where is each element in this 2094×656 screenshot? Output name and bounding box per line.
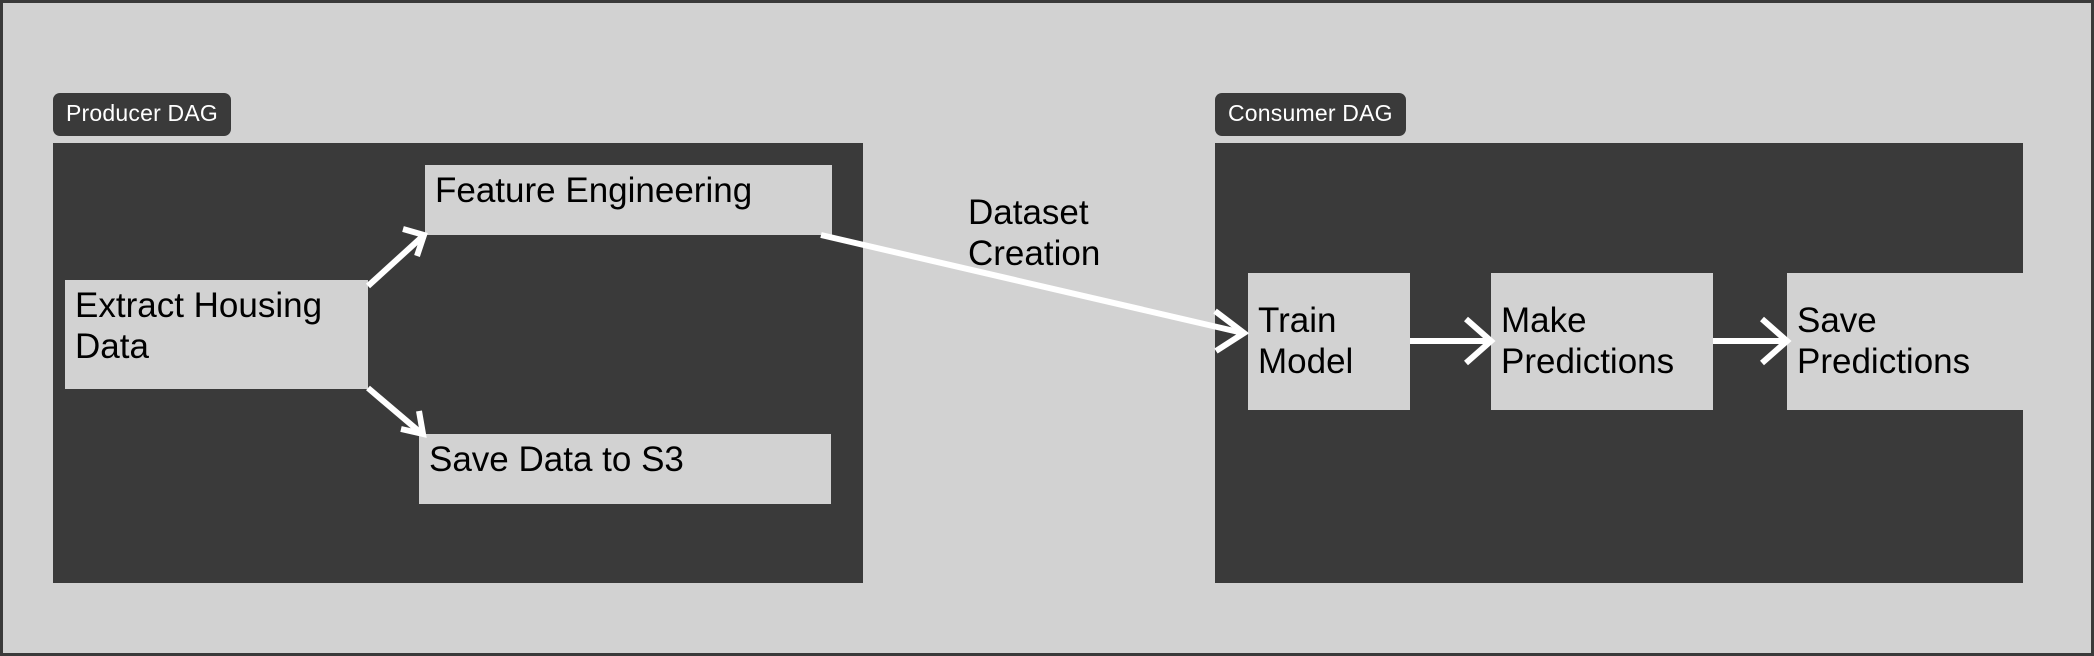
node-train-model[interactable]: Train Model <box>1248 273 1410 410</box>
consumer-dag-badge[interactable]: Consumer DAG <box>1215 93 1406 136</box>
node-make-predictions[interactable]: Make Predictions <box>1491 273 1713 410</box>
producer-dag-badge[interactable]: Producer DAG <box>53 93 231 136</box>
node-feature-engineering[interactable]: Feature Engineering <box>425 165 832 235</box>
node-extract-housing-data[interactable]: Extract Housing Data <box>65 280 368 389</box>
edge-label-dataset-creation: Dataset Creation <box>968 193 1101 273</box>
node-save-predictions[interactable]: Save Predictions <box>1787 273 2027 410</box>
node-save-data-to-s3[interactable]: Save Data to S3 <box>419 434 831 504</box>
